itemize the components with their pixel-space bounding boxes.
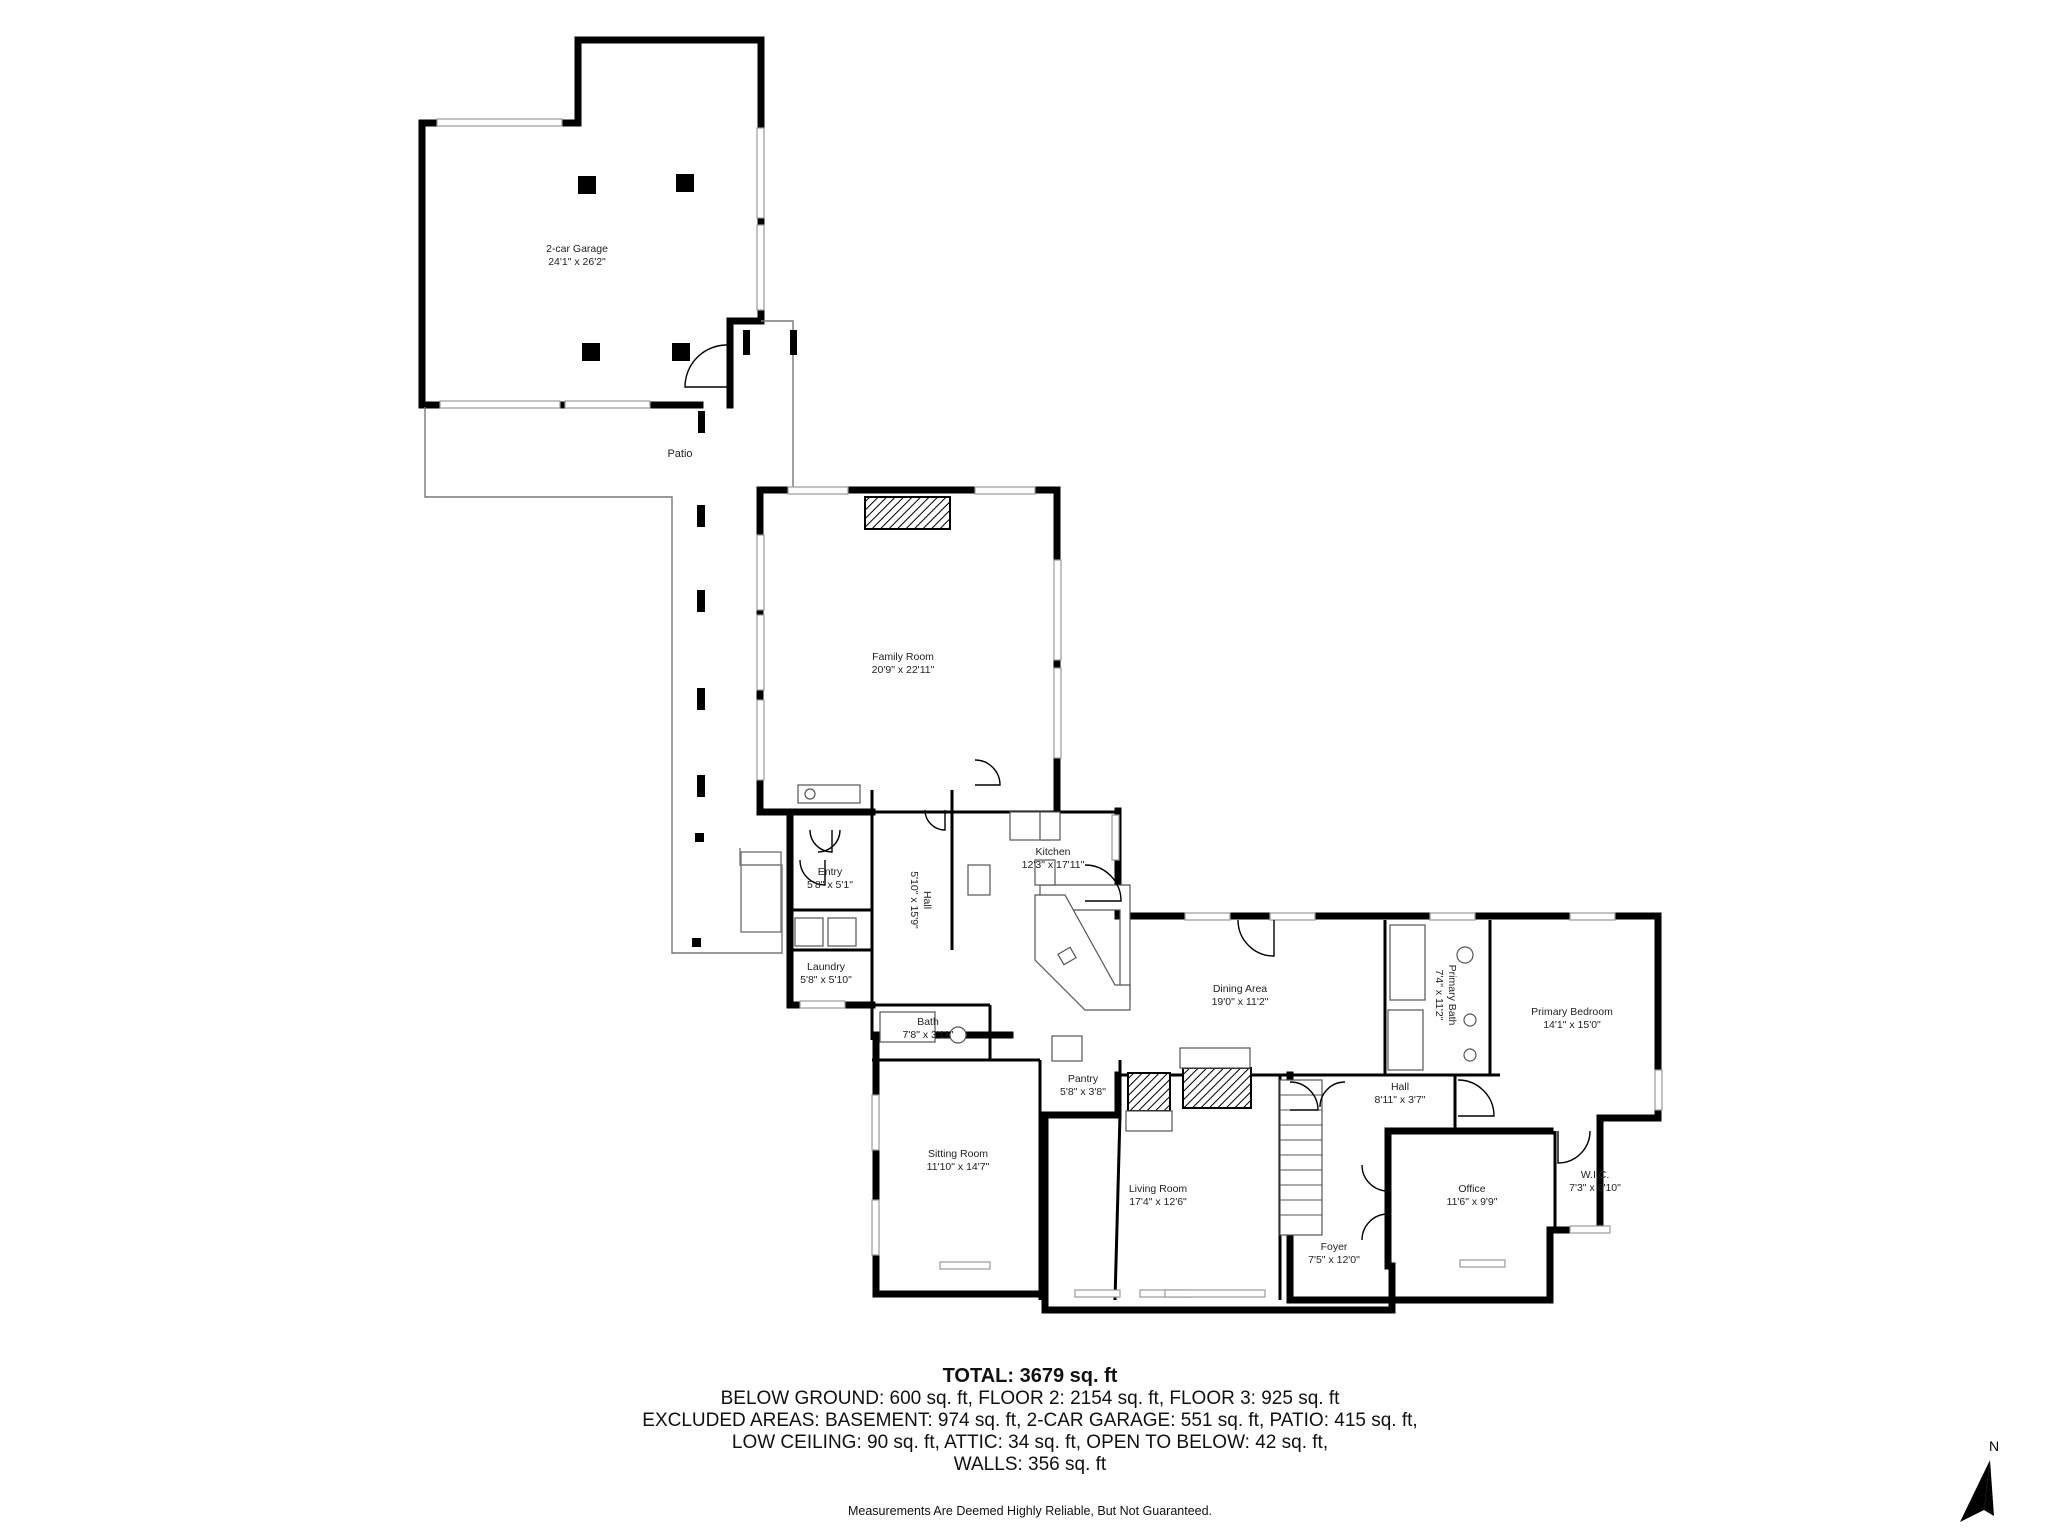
room-name: 2-car Garage	[546, 243, 608, 255]
room-name: Living Room	[1129, 1183, 1188, 1195]
room-name: Sitting Room	[928, 1148, 988, 1160]
fixtures	[794, 784, 1477, 1071]
room-labels: 2-car Garage 24'1" x 26'2" Family Room 2…	[546, 243, 1621, 1266]
windows	[756, 486, 1663, 1298]
stairs	[1279, 1079, 1323, 1236]
area-breakdown-line: BELOW GROUND: 600 sq. ft, FLOOR 2: 2154 …	[720, 1388, 1340, 1409]
room-dims: 24'1" x 26'2"	[548, 256, 606, 268]
room-dims: 7'8" x 3'11"	[903, 1029, 954, 1041]
room-dims: 20'9" x 22'11"	[872, 664, 935, 676]
room-dims: 5'8" x 5'10"	[800, 974, 852, 986]
room-name: Pantry	[1068, 1073, 1099, 1085]
patio-label: Patio	[667, 448, 692, 460]
room-dims: 11'10" x 14'7"	[927, 1161, 990, 1173]
room-dims: 14'1" x 15'0"	[1543, 1019, 1601, 1031]
room-name: Foyer	[1321, 1241, 1348, 1253]
room-name: W.I.C.	[1581, 1169, 1610, 1181]
room-name: Bath	[917, 1016, 939, 1028]
room-name: Dining Area	[1213, 983, 1267, 995]
room-name: Hall	[921, 891, 933, 909]
room-name: Office	[1458, 1183, 1485, 1195]
north-arrow-icon: N	[1960, 1438, 1999, 1522]
room-dims: 12'3" x 17'11"	[1022, 859, 1085, 871]
house-walls	[756, 486, 1662, 1314]
room-name: Kitchen	[1035, 846, 1070, 858]
garage-structure	[418, 36, 765, 409]
room-dims: 11'6" x 9'9"	[1447, 1196, 1498, 1208]
room-dims: 8'11" x 3'7"	[1375, 1094, 1426, 1106]
area-breakdown-line: EXCLUDED AREAS: BASEMENT: 974 sq. ft, 2-…	[642, 1410, 1418, 1431]
interior-walls	[760, 790, 1557, 1301]
room-name: Primary Bath	[1446, 965, 1458, 1026]
room-dims: 7'4" x 11'2"	[1433, 970, 1445, 1021]
room-name: Primary Bedroom	[1531, 1006, 1613, 1018]
doors	[799, 759, 1591, 1241]
room-dims: 5'8" x 5'1"	[807, 879, 853, 891]
room-name: Entry	[818, 866, 843, 878]
fireplaces	[864, 496, 1252, 1132]
area-breakdown-line: LOW CEILING: 90 sq. ft, ATTIC: 34 sq. ft…	[731, 1432, 1329, 1453]
patio	[424, 320, 797, 954]
room-dims: 7'5" x 12'0"	[1308, 1254, 1360, 1266]
area-breakdown-line: WALLS: 356 sq. ft	[953, 1454, 1107, 1475]
total-area: TOTAL: 3679 sq. ft	[942, 1365, 1118, 1387]
room-name: Hall	[1391, 1081, 1409, 1093]
room-dims: 7'3" x 6'10"	[1569, 1182, 1621, 1194]
room-name: Family Room	[872, 651, 934, 663]
room-dims: 17'4" x 12'6"	[1129, 1196, 1187, 1208]
room-name: Laundry	[807, 961, 846, 973]
north-label: N	[1989, 1438, 1999, 1454]
room-dims: 5'10" x 15'9"	[908, 871, 920, 929]
disclaimer: Measurements Are Deemed Highly Reliable,…	[847, 1504, 1213, 1518]
room-dims: 19'0" x 11'2"	[1212, 996, 1269, 1008]
room-dims: 5'8" x 3'8"	[1060, 1086, 1106, 1098]
area-summary: TOTAL: 3679 sq. ft BELOW GROUND: 600 sq.…	[530, 1364, 1530, 1476]
